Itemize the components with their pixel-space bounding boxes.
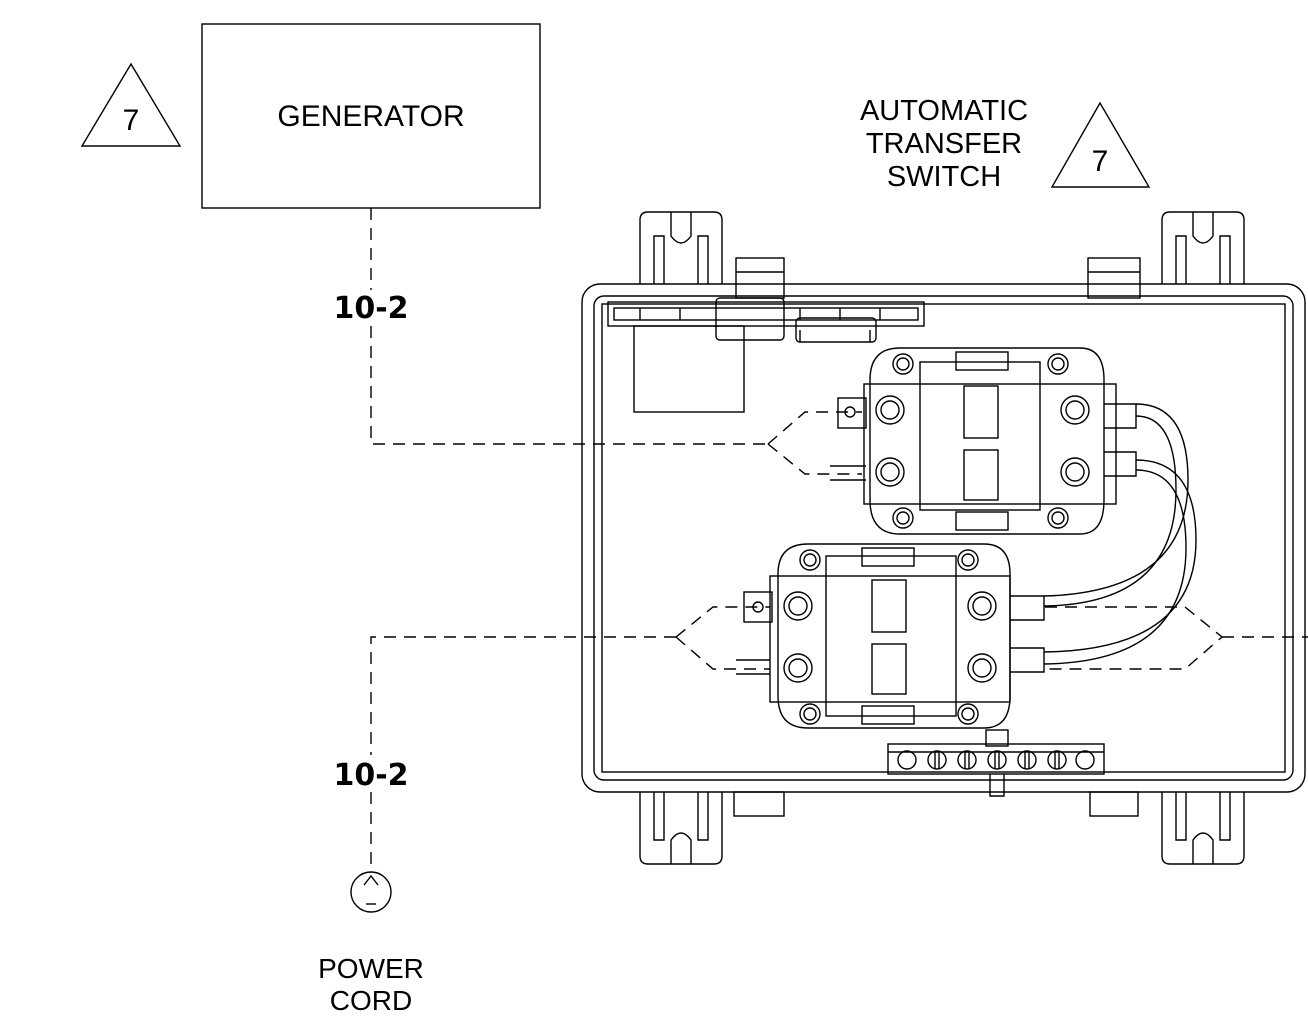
mounting-tab-bottom-left — [639, 792, 723, 865]
load-cable — [1045, 606, 1308, 670]
transfer-switch-label: AUTOMATIC TRANSFER SWITCH — [860, 95, 1028, 193]
ground-bar — [887, 729, 1105, 797]
transfer-switch-enclosure — [581, 211, 1306, 865]
generator-cable-label: 10-2 — [333, 291, 408, 326]
generator-ref-number: 7 — [123, 104, 140, 137]
transfer-switch-label-line-2: TRANSFER — [866, 128, 1022, 160]
mounting-tab-bottom-right — [1161, 792, 1245, 865]
power-cord-receptacle-icon — [350, 871, 392, 913]
power-cord-cable — [370, 606, 770, 872]
din-rail — [607, 297, 925, 343]
power-cord-cable-label: 10-2 — [333, 758, 408, 793]
generator-reference-triangle: 7 — [80, 62, 182, 147]
contactor-upper — [830, 347, 1137, 535]
power-cord-label-line-1: POWER — [318, 953, 424, 984]
control-module — [633, 325, 745, 413]
transfer-switch-ref-number: 7 — [1092, 145, 1109, 178]
interconnect-wires — [1043, 403, 1197, 665]
transfer-switch-label-line-3: SWITCH — [887, 161, 1001, 193]
mounting-tab-top-right — [1161, 211, 1245, 284]
generator-cable — [370, 208, 862, 475]
mounting-tab-top-left — [639, 211, 723, 284]
transfer-switch-reference-triangle: 7 — [1050, 101, 1151, 188]
contactor-lower — [736, 543, 1045, 729]
generator-block: GENERATOR — [201, 23, 541, 209]
power-cord-label-line-2: CORD — [330, 985, 412, 1016]
transfer-switch-label-line-1: AUTOMATIC — [860, 95, 1028, 127]
generator-label: GENERATOR — [277, 100, 464, 133]
